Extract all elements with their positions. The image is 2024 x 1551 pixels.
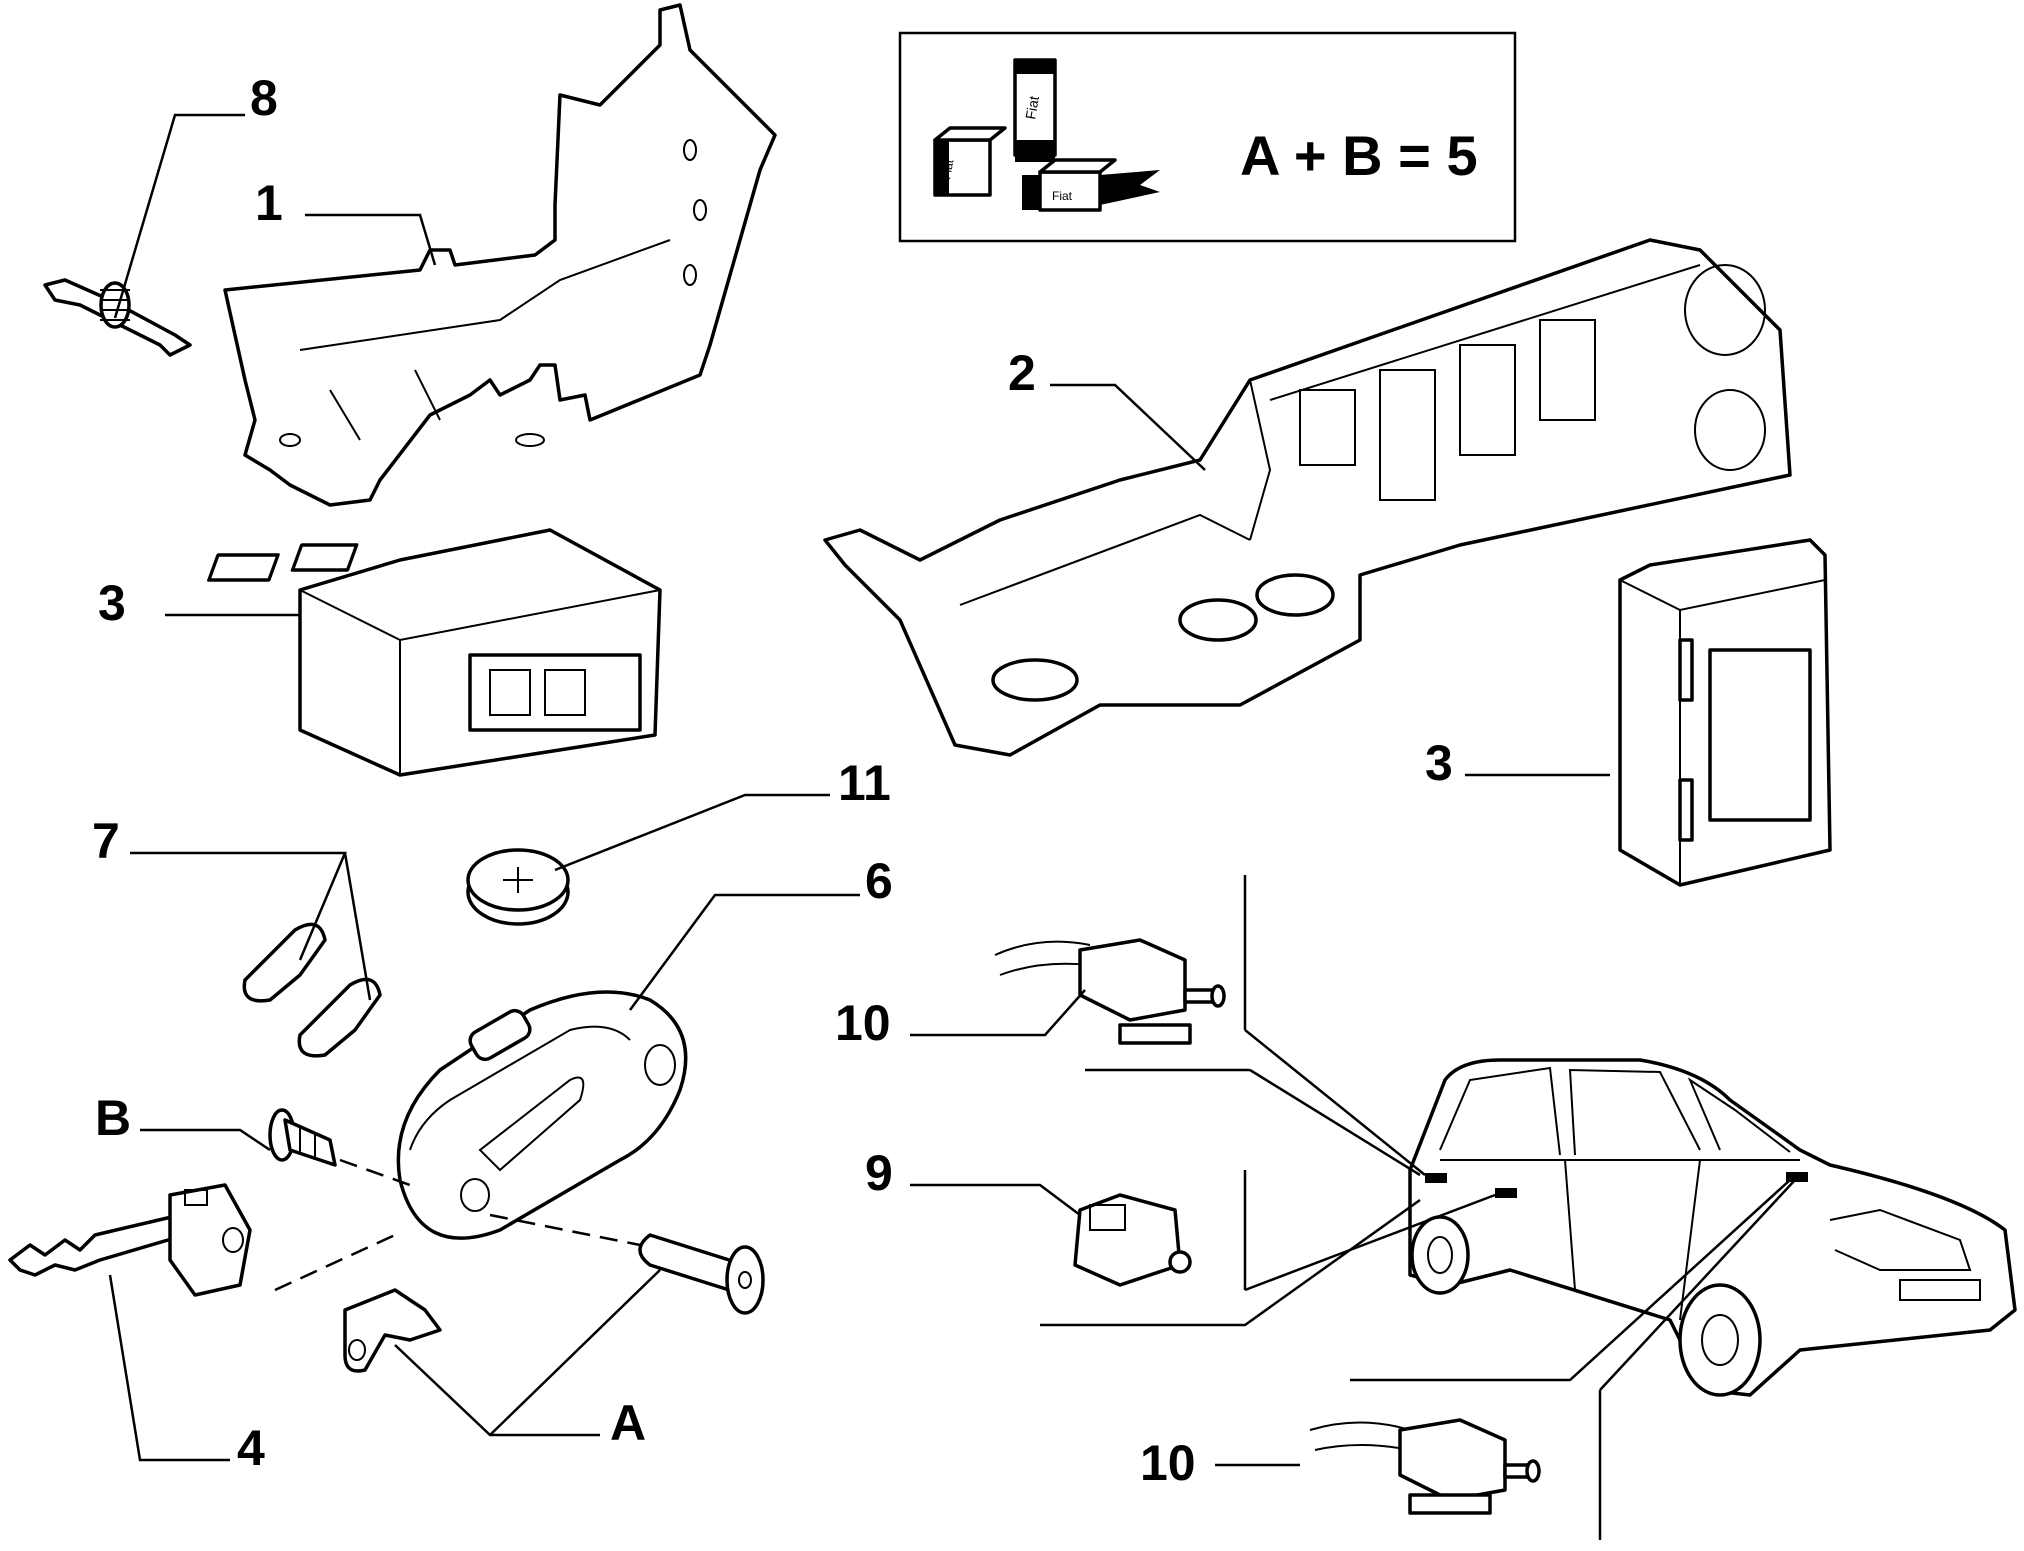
leader-lines: [108, 113, 1796, 1540]
callout-6: 6: [865, 853, 893, 909]
part-10-solenoid-upper: [994, 938, 1226, 1045]
part-9-switch: [1073, 1193, 1192, 1287]
callout-3-left: 3: [98, 575, 126, 631]
part-10-solenoid-lower: [1309, 1418, 1541, 1515]
legend-icon-label: Fiat: [939, 158, 956, 181]
part-3-control-unit-side: [1618, 538, 1832, 887]
callout-11: 11: [838, 755, 891, 811]
part-11-battery: [466, 848, 570, 926]
callout-10-upper: 10: [835, 995, 891, 1051]
assembly-line: [339, 1158, 411, 1187]
part-7-buttons: [242, 922, 382, 1058]
part-b-spring: [268, 1108, 337, 1167]
callout-9: 9: [865, 1145, 893, 1201]
legend-icon-label: Fiat: [1052, 189, 1073, 203]
assembly-line: [489, 1213, 641, 1247]
legend-icon-label: Fiat: [1022, 95, 1042, 121]
adhesive-product-icon: Fiat Fiat Fiat: [933, 58, 1160, 212]
vehicle-outline: [1408, 1058, 2017, 1397]
part-3-control-unit: [207, 528, 662, 777]
assembly-line: [274, 1233, 396, 1292]
callout-1: 1: [255, 175, 283, 231]
callout-7: 7: [92, 813, 120, 869]
callout-4: 4: [237, 1420, 265, 1476]
callout-2: 2: [1008, 345, 1036, 401]
legend-formula: A + B = 5: [1240, 124, 1478, 187]
legend-box: Fiat Fiat Fiat A + B = 5: [898, 31, 1517, 243]
callout-8: 8: [250, 70, 278, 126]
part-1-bracket: [223, 3, 777, 507]
part-a-pin: [638, 1233, 765, 1315]
part-6-key-housing: [396, 990, 688, 1240]
part-4-key: [8, 1183, 252, 1297]
callout-b: B: [95, 1090, 131, 1146]
callout-3-right: 3: [1425, 735, 1453, 791]
callout-a: A: [610, 1395, 646, 1451]
part-2-console: [823, 238, 1792, 757]
part-a-clip: [343, 1288, 442, 1373]
part-8-spring-clip: [43, 278, 192, 357]
callout-10-lower: 10: [1140, 1435, 1196, 1491]
